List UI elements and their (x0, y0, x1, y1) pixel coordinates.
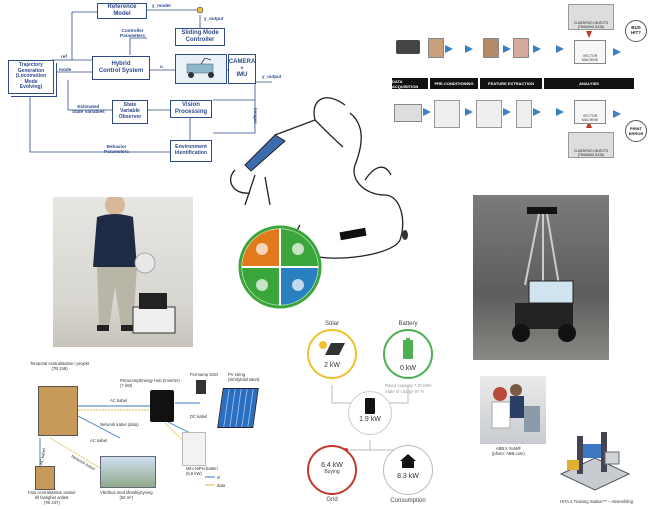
ml-pipeline: VECTOR MACHINE CLASSIFIED OBJECTS (TRAIN… (388, 0, 650, 165)
stage-data-acquisition: DATA ACQUISITION (392, 78, 428, 89)
photo-training-station (555, 418, 635, 498)
bubble-bottom: PRINT ERROR (625, 120, 647, 142)
legend-data: data (217, 483, 226, 488)
classified-bottom: CLASSIFIED OBJECTS (TRAINING DATA) (568, 132, 614, 158)
consumption-node[interactable]: 8.3 kW Consumption (383, 445, 433, 504)
network-diagram: Temporal centralstation i projekt (7B 24… (0, 358, 270, 509)
agro-logo (238, 225, 322, 309)
battery-node[interactable]: Battery 0 kW (383, 321, 433, 379)
photo-abb-yumi (480, 376, 546, 444)
svm-box-bottom: VECTOR MACHINE (574, 100, 606, 124)
inverter-value: 1.9 kW (359, 416, 381, 423)
grid-node[interactable]: 6.4 kW Buying Grid (307, 445, 357, 503)
face-image-1 (428, 38, 444, 58)
battery-label: Battery (398, 321, 418, 327)
ac-kabel-1-label: AC kabel (110, 398, 127, 403)
network-lines (39, 402, 215, 486)
classified-top: CLASSIFIED OBJECTS (TRAINING DATA) (568, 4, 614, 30)
solar-panel-icon (319, 341, 345, 355)
fast-central-cabinet (35, 466, 55, 490)
behavior-parameters-label: Behavior Parameters (104, 144, 130, 154)
stage-pre-conditioning: PRE-CONDITIONING (430, 78, 478, 89)
mode-label: mode (59, 67, 72, 72)
vision-processing-block: Vision Processing (170, 100, 212, 118)
svm-box-top: VECTOR MACHINE (574, 40, 606, 64)
battery-info-capacity: Rated capacity 7.20 kWh (385, 383, 432, 388)
dc-kabel-label: DC kabel (190, 414, 208, 419)
reference-model-block: Reference Model (97, 3, 147, 19)
hybrid-control-block: Hybrid Control System (92, 56, 150, 80)
sliding-mode-block: Sliding Mode Controller (175, 28, 225, 46)
state-observer-block: State Variable Observer (112, 100, 148, 124)
y-output-label: y_output (204, 16, 224, 21)
pipeline-arrows (423, 31, 621, 128)
temporal-central-cabinet (38, 386, 78, 436)
inverter-node[interactable]: 1.9 kW (348, 391, 392, 435)
robot-image-block (175, 54, 227, 84)
control-diagram: Reference Model Trajectory Generation (L… (0, 0, 290, 170)
battery-unit-label: Mini NiPH-batteri (5,6 kW) (186, 466, 218, 476)
stage-feature-extraction: FEATURE EXTRACTION (480, 78, 542, 89)
house-icon (400, 454, 416, 468)
consumption-label: Consumption (390, 498, 426, 504)
trajectory-generation-block: Trajectory Generation (Locomotion Mode E… (8, 60, 54, 94)
solar-value: 2 kW (324, 362, 340, 369)
ferroamp-label: Ferroamp SSO (190, 372, 219, 377)
battery-unit (182, 432, 206, 466)
ac-kabel-2-label: AC kabel (90, 438, 107, 443)
estimated-state-label: Estimated State Variables (72, 104, 105, 114)
photo-man-with-robot (53, 197, 193, 347)
pv-panel (217, 388, 259, 428)
mobile-robot-icon (512, 207, 576, 342)
station-caption: HITA:s Training Station™ – Assembling (560, 499, 634, 504)
controller-parameters-label: Controller Parameters (120, 28, 146, 38)
training-station-icon (559, 432, 631, 491)
face-image-3 (513, 38, 529, 58)
face-image-2 (483, 38, 499, 58)
environment-identification-block: Environment Identification (170, 140, 212, 162)
camera-imu-block: CAMERA + IMU (228, 54, 256, 84)
pcb-image-3 (516, 100, 532, 128)
man-figure-icon (93, 197, 176, 334)
u-label: u (160, 64, 163, 69)
ref-label: ref (61, 54, 67, 59)
y-model-label: y_model (152, 3, 171, 8)
pcb-image-2 (476, 100, 502, 128)
fast-central-label: Fast centralstation ansluit till fastigh… (28, 490, 76, 505)
abb-caption: ABB:s YuMi® (photo: ABB.com) (492, 446, 525, 456)
grid-sub: Buying (324, 469, 340, 475)
pcb-image-1 (434, 100, 460, 128)
grid-label: Grid (326, 497, 338, 503)
inverter-box (150, 390, 174, 422)
battery-icon (403, 338, 413, 359)
consumption-value: 8.3 kW (397, 473, 419, 480)
pv-string-label: PV string (Strofyldall taket) (228, 372, 260, 382)
inverter-icon (365, 398, 375, 414)
bubble-top: BUS HIT? (625, 20, 647, 42)
agro-logo-icon (238, 225, 322, 309)
grid-value: 6.4 kW (321, 462, 343, 469)
photo-mobile-robot (473, 195, 609, 360)
vardhus-house (100, 456, 156, 488)
battery-info-soc: State of charge 97 % (385, 389, 425, 394)
surveillance-camera-icon (396, 40, 420, 54)
inverter-label: PeraxAmpEnergy Hub (Inverter) (7 kW) (120, 378, 180, 388)
battery-value: 0 kW (400, 365, 416, 372)
y-output-right-label: y_output (262, 74, 282, 79)
stage-analysis: ANALYSIS (544, 78, 634, 89)
scanner-device-icon (394, 104, 422, 122)
control-diagram-lines (29, 6, 272, 153)
solar-label: Solar (324, 321, 339, 327)
network-kabel-data-label: Network kabel (data) (100, 422, 139, 427)
energy-diagram: Solar 2 kW Battery 0 kW Rated capacity 7… (290, 315, 450, 509)
solar-node[interactable]: Solar 2 kW (307, 321, 357, 379)
ferroamp-box (196, 380, 206, 394)
vardhus-label: Vårdhus med tåmskiybyning (52 m²) (100, 490, 153, 500)
temporal-central-label: Temporal centralstation i projekt (7B 24… (30, 361, 90, 371)
yumi-scene-icon (491, 384, 540, 432)
robot-vehicle-icon (186, 58, 214, 78)
legend-el: el (217, 475, 221, 480)
